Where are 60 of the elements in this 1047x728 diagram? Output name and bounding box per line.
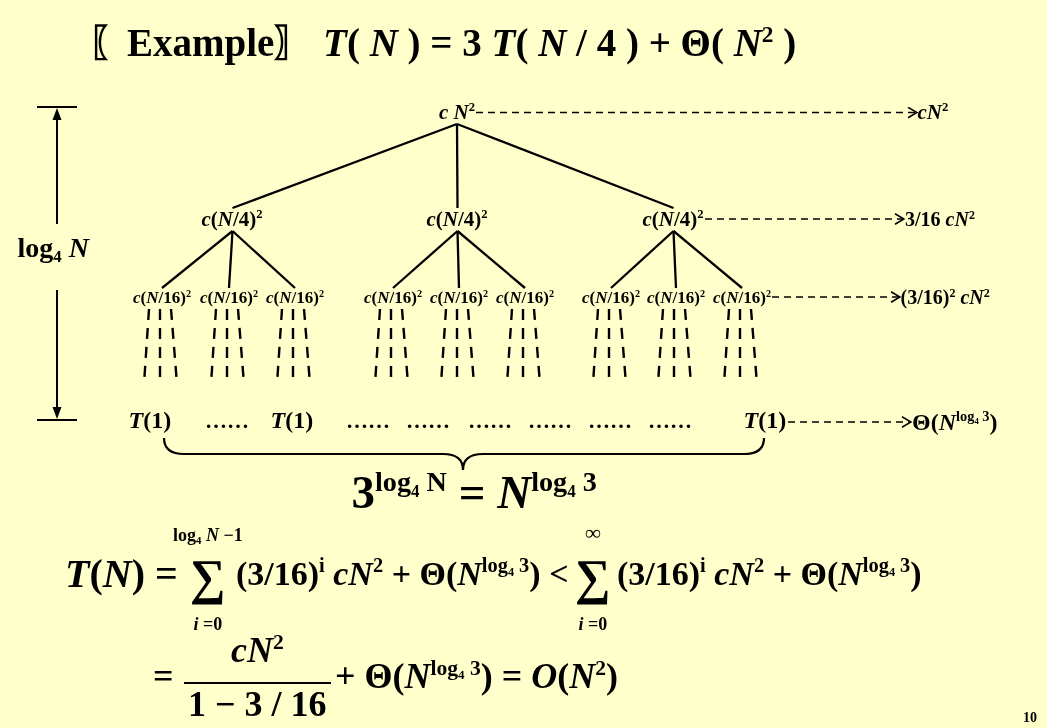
leaf-term: T(1)	[742, 407, 788, 433]
cost-term: c(N/16)$^{2}$	[495, 287, 555, 307]
tree-branch	[610, 230, 675, 289]
formula-text: + Θ(N$^{log₄ 3}$) = O(N$^{2}$)	[334, 657, 620, 695]
tree-branch	[456, 230, 526, 289]
sum-limit: ∞	[584, 521, 602, 545]
sum-limit: i =0	[577, 614, 609, 634]
cost-term: c(N/16)$^{2}$	[712, 287, 772, 307]
level-total: 3/16 cN$^{2}$	[904, 208, 976, 230]
cost-term: c(N/4)$^{2}$	[641, 207, 705, 231]
title: 〖Example〗 T( N ) = 3 T( N / 4 ) + Θ( N$^{2}$ )	[87, 21, 798, 63]
cost-term: c(N/4)$^{2}$	[425, 207, 489, 231]
sum-limit: log$_{4}$ N −1	[172, 525, 244, 545]
tree-branch	[672, 230, 743, 289]
ellipsis: ……	[587, 409, 633, 433]
tree-branch	[392, 230, 459, 289]
dashed-arrow	[475, 106, 918, 119]
cost-term: c(N/16)$^{2}$	[132, 287, 192, 307]
sum-sign: ∑	[189, 548, 227, 607]
cost-term: c(N/16)$^{2}$	[581, 287, 641, 307]
sum-sign: ∑	[574, 548, 612, 607]
tree-branch	[231, 230, 296, 289]
ellipsis: ……	[527, 409, 573, 433]
sum-limit: i =0	[192, 614, 224, 634]
ellipsis: ……	[345, 409, 391, 433]
cost-term: c N$^{2}$	[438, 100, 477, 124]
tree-branch	[227, 230, 234, 289]
dashed-arrow	[771, 291, 901, 303]
cost-term: c(N/16)$^{2}$	[363, 287, 423, 307]
cost-term: c(N/16)$^{2}$	[646, 287, 706, 307]
formula-text: (3/16)$^{i}$ cN$^{2}$ + Θ(N$^{log₄ 3}$)	[616, 556, 923, 592]
formula-text: T(N) =	[64, 553, 179, 595]
level-total: (3/16)$^{2}$ cN$^{2}$	[899, 286, 991, 308]
cost-term: c(N/16)$^{2}$	[265, 287, 325, 307]
ellipsis: ……	[467, 409, 513, 433]
tree-branch	[456, 230, 461, 289]
formula-text: =	[152, 657, 175, 695]
cost-term: c(N/16)$^{2}$	[429, 287, 489, 307]
tree-branch	[455, 124, 459, 208]
leaf-term: T(1)	[127, 407, 173, 433]
formula-text: (3/16)$^{i}$ cN$^{2}$ + Θ(N$^{log₄ 3}$) <	[235, 556, 570, 592]
fraction-denominator: 1 − 3 / 16	[187, 685, 328, 723]
page-number: 10	[1022, 710, 1038, 726]
height-label: log$_{4}$ N	[16, 233, 90, 263]
tree-branch	[161, 230, 234, 289]
dashed-arrow	[704, 213, 905, 225]
tree-branch	[456, 122, 674, 210]
level-total: cN$^{2}$	[916, 100, 950, 124]
ellipsis: ……	[647, 409, 693, 433]
cost-term: c(N/4)$^{2}$	[200, 207, 264, 231]
cost-term: c(N/16)$^{2}$	[199, 287, 259, 307]
fraction-numerator: cN$^{2}$	[230, 631, 285, 669]
leaf-count-formula: 3$^{log₄ N}$ = N$^{log₄ 3}$	[350, 467, 598, 517]
dashed-arrow	[787, 416, 912, 428]
ellipsis: ……	[204, 409, 250, 433]
tree-branch	[672, 230, 678, 289]
ellipsis: ……	[405, 409, 451, 433]
level-total: Θ(N$^{log₄ 3}$)	[911, 409, 999, 435]
tree-branch	[232, 122, 458, 210]
leaf-term: T(1)	[269, 407, 315, 433]
